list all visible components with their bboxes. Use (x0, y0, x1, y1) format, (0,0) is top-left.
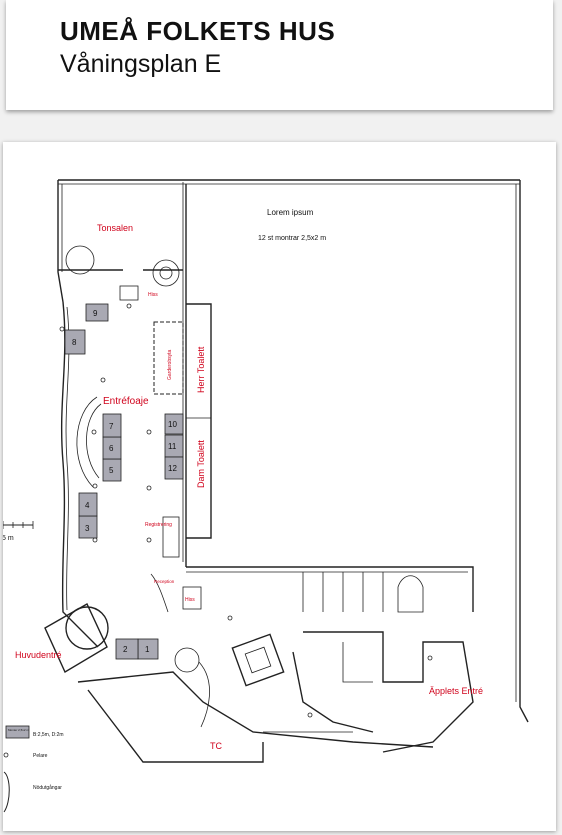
label-lorem-ipsum: Lorem ipsum (267, 208, 314, 217)
booth-6-label: 6 (109, 444, 114, 453)
legend-pillar-icon (3, 752, 9, 758)
booth-2 (115, 638, 139, 660)
legend-pillar-desc: Pelare (33, 753, 48, 759)
pillars (59, 303, 433, 718)
room-labels: Tonsalen Lorem ipsum 12 st montrar 2,5x2… (15, 208, 483, 751)
label-applets-entre: Äpplets Entré (429, 686, 483, 696)
scale-bar: 5 m (3, 521, 34, 542)
legend-exit-desc: Nödutgångar (33, 784, 62, 791)
label-huvudentre: Huvudentré (15, 650, 62, 660)
legend: Monter 2,5x2 m B:2,5m, D:2m Pelare Nödut… (3, 725, 64, 813)
label-hiss-top: Hiss (148, 292, 158, 298)
booth-10-label: 10 (168, 420, 177, 429)
booth-4 (78, 492, 98, 517)
label-herr-toalett: Herr Toalett (196, 346, 206, 393)
booth-1-label: 1 (145, 645, 150, 654)
label-registrering: Registrering (145, 522, 172, 528)
page-title: UMEÅ FOLKETS HUS (60, 16, 336, 46)
label-tc: TC (210, 741, 222, 751)
floor-plan-card: 5 m 1 2 3 4 5 6 7 8 9 10 (3, 142, 556, 831)
booth-2-label: 2 (123, 645, 128, 654)
label-dam-toalett: Dam Toalett (196, 440, 206, 488)
scale-label: 5 m (3, 535, 14, 542)
legend-booth-swatch (5, 725, 30, 739)
legend-booth-box-label: Monter 2,5x2 m (8, 728, 29, 732)
label-reception: Reception (154, 579, 175, 584)
title-card: UMEÅ FOLKETS HUS Våningsplan E (6, 0, 553, 110)
booth-9 (85, 303, 109, 322)
booth-9-label: 9 (93, 309, 98, 318)
booth-7-label: 7 (109, 422, 114, 431)
booth-11-label: 11 (168, 442, 177, 451)
floor-plan: 5 m 1 2 3 4 5 6 7 8 9 10 (3, 179, 529, 813)
booth-10 (164, 413, 184, 435)
label-tonsalen: Tonsalen (97, 223, 133, 233)
legend-exit-icon (3, 771, 10, 813)
label-garderobsyta: Garderobsyta (167, 349, 173, 380)
booth-3-label: 3 (85, 524, 90, 533)
legend-booth-desc: B:2,5m, D:2m (33, 732, 64, 738)
booth-7 (102, 413, 122, 438)
label-hiss-bottom: Hiss (185, 597, 195, 603)
booth-8-label: 8 (72, 338, 77, 347)
label-booth-count: 12 st montrar 2,5x2 m (258, 235, 326, 242)
page-subtitle: Våningsplan E (60, 50, 222, 78)
booth-8 (64, 329, 86, 355)
label-entrefoaje: Entréfoaje (103, 396, 149, 407)
booths: 1 2 3 4 5 6 7 8 9 10 11 12 (64, 303, 184, 660)
booth-4-label: 4 (85, 501, 90, 510)
booth-12-label: 12 (168, 464, 177, 473)
booth-12 (164, 456, 184, 480)
building-walls (44, 179, 529, 763)
booth-5-label: 5 (109, 466, 114, 475)
